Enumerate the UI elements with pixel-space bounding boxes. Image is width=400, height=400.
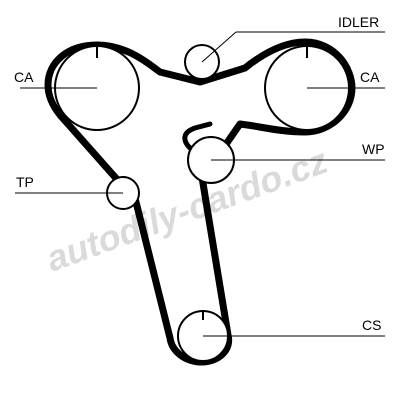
label-ca-left: CA (14, 69, 34, 85)
camshaft-pulley-left (20, 45, 140, 131)
tensioner-pulley (15, 176, 140, 210)
crankshaft-pulley (177, 310, 385, 362)
camshaft-pulley-right (264, 45, 385, 131)
timing-belt (44, 38, 356, 366)
idler-pulley (184, 31, 385, 80)
label-wp: WP (362, 141, 385, 157)
label-cs: CS (362, 317, 381, 333)
label-idler: IDLER (338, 14, 379, 30)
watermark-text: autodily-cardo.cz (41, 140, 333, 280)
label-ca-right: CA (360, 69, 380, 85)
label-tp: TP (16, 174, 34, 190)
belt-inner-edge (182, 121, 213, 151)
water-pump-pulley (187, 136, 385, 184)
